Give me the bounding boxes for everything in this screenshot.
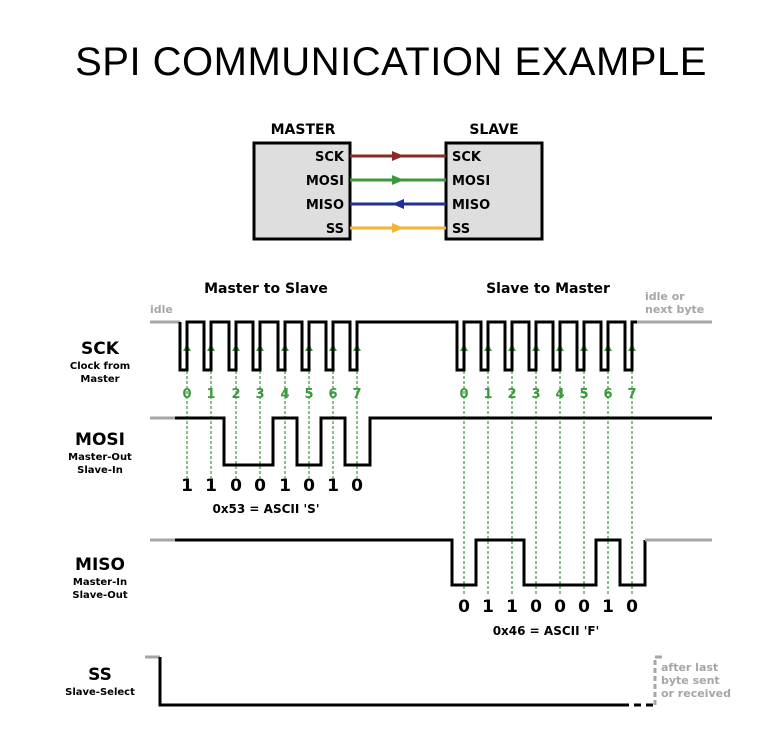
miso-bit-6: 1 (602, 597, 614, 617)
ss-after1: after last (661, 661, 718, 674)
idle-next-line1: idle or (645, 290, 685, 303)
miso-desc1: Master-In (73, 577, 127, 588)
mosi-bit-7: 0 (351, 476, 363, 496)
miso-desc2: Slave-Out (72, 590, 127, 601)
bit-index-0-4: 4 (280, 387, 289, 402)
master-label: MASTER (271, 122, 336, 138)
ss-after2: byte sent (661, 674, 720, 687)
slave-box (444, 141, 544, 241)
ss-desc1: Slave-Select (65, 687, 135, 698)
bit-index-0-5: 5 (304, 387, 313, 402)
slave-pin-labels: SCK MOSI MISO SS (452, 150, 490, 237)
bit-index-1-7: 7 (627, 387, 636, 402)
arrow-mosi (392, 175, 404, 185)
idle-next-line2: next byte (645, 303, 704, 316)
mosi-bit-0: 1 (181, 476, 193, 496)
mosi-desc2: Slave-In (77, 465, 123, 476)
miso-bit-0: 0 (458, 597, 470, 617)
master-pin-mosi: MOSI (306, 174, 344, 189)
master-box (252, 141, 352, 241)
miso-bit-3: 0 (530, 597, 542, 617)
bit-index-1-5: 5 (579, 387, 588, 402)
mosi-desc1: Master-Out (68, 452, 132, 463)
section-master-to-slave: Master to Slave (204, 281, 328, 297)
slave-pin-mosi: MOSI (452, 174, 490, 189)
miso-bit-2: 1 (506, 597, 518, 617)
miso-bit-4: 0 (554, 597, 566, 617)
ss-waveform (158, 657, 622, 707)
bit-index-0-7: 7 (352, 387, 361, 402)
sck-signal-label: SCK Clock from Master (70, 339, 130, 385)
master-pin-miso: MISO (306, 198, 344, 213)
miso-bit-7: 0 (626, 597, 638, 617)
ss-name: SS (88, 665, 112, 685)
sck-waveform (178, 320, 637, 372)
waveforms (145, 320, 712, 707)
mosi-bit-4: 1 (279, 476, 291, 496)
section-slave-to-master: Slave to Master (486, 281, 610, 297)
slave-label: SLAVE (469, 122, 518, 138)
master-pin-labels: SCK MOSI MISO SS (306, 150, 345, 237)
ss-after-note: after last byte sent or received (661, 661, 731, 700)
ss-signal-label: SS Slave-Select (65, 665, 135, 698)
mosi-bit-2: 0 (230, 476, 242, 496)
sck-desc1: Clock from (70, 361, 130, 372)
bit-index-0-1: 1 (206, 387, 215, 402)
bit-index-1-4: 4 (555, 387, 564, 402)
bit-index-1-1: 1 (483, 387, 492, 402)
slave-pin-ss: SS (452, 222, 470, 237)
mosi-bit-3: 0 (254, 476, 266, 496)
bit-index-1-2: 2 (507, 387, 516, 402)
slave-pin-miso: MISO (452, 198, 490, 213)
slave-pin-sck: SCK (452, 150, 482, 165)
miso-bit-5: 0 (578, 597, 590, 617)
sck-desc2: Master (80, 374, 119, 385)
miso-signal-label: MISO Master-In Slave-Out (72, 555, 127, 601)
bit-index-1-3: 3 (531, 387, 540, 402)
mosi-name: MOSI (75, 430, 125, 450)
bit-index-0-0: 0 (182, 387, 191, 402)
mosi-bit-6: 1 (327, 476, 339, 496)
miso-waveform (175, 538, 647, 587)
master-pin-sck: SCK (315, 150, 345, 165)
miso-name: MISO (75, 555, 125, 575)
miso-bit-1: 1 (482, 597, 494, 617)
master-pin-ss: SS (326, 222, 344, 237)
sck-name: SCK (81, 339, 120, 359)
mosi-caption: 0x53 = ASCII 'S' (212, 502, 319, 516)
mosi-bit-1: 1 (205, 476, 217, 496)
bit-index-0-3: 3 (255, 387, 264, 402)
ss-after3: or received (661, 687, 731, 700)
block-signal-lines (350, 151, 446, 233)
idle-label: idle (150, 303, 173, 316)
bit-index-1-0: 0 (459, 387, 468, 402)
bit-index-0-2: 2 (231, 387, 240, 402)
mosi-waveform (175, 416, 712, 467)
sample-guide-lines (183, 344, 636, 596)
mosi-bit-5: 0 (303, 476, 315, 496)
bit-index-1-6: 6 (603, 387, 612, 402)
page-title: SPI COMMUNICATION EXAMPLE (75, 40, 707, 84)
arrow-miso (392, 199, 404, 209)
arrow-ss (392, 223, 404, 233)
bit-index-0-6: 6 (328, 387, 337, 402)
mosi-signal-label: MOSI Master-Out Slave-In (68, 430, 132, 476)
miso-caption: 0x46 = ASCII 'F' (493, 624, 600, 638)
block-diagram: MASTER SLAVE SCK MOSI MISO SS SCK MOSI M… (252, 122, 544, 241)
arrow-sck (392, 151, 404, 161)
